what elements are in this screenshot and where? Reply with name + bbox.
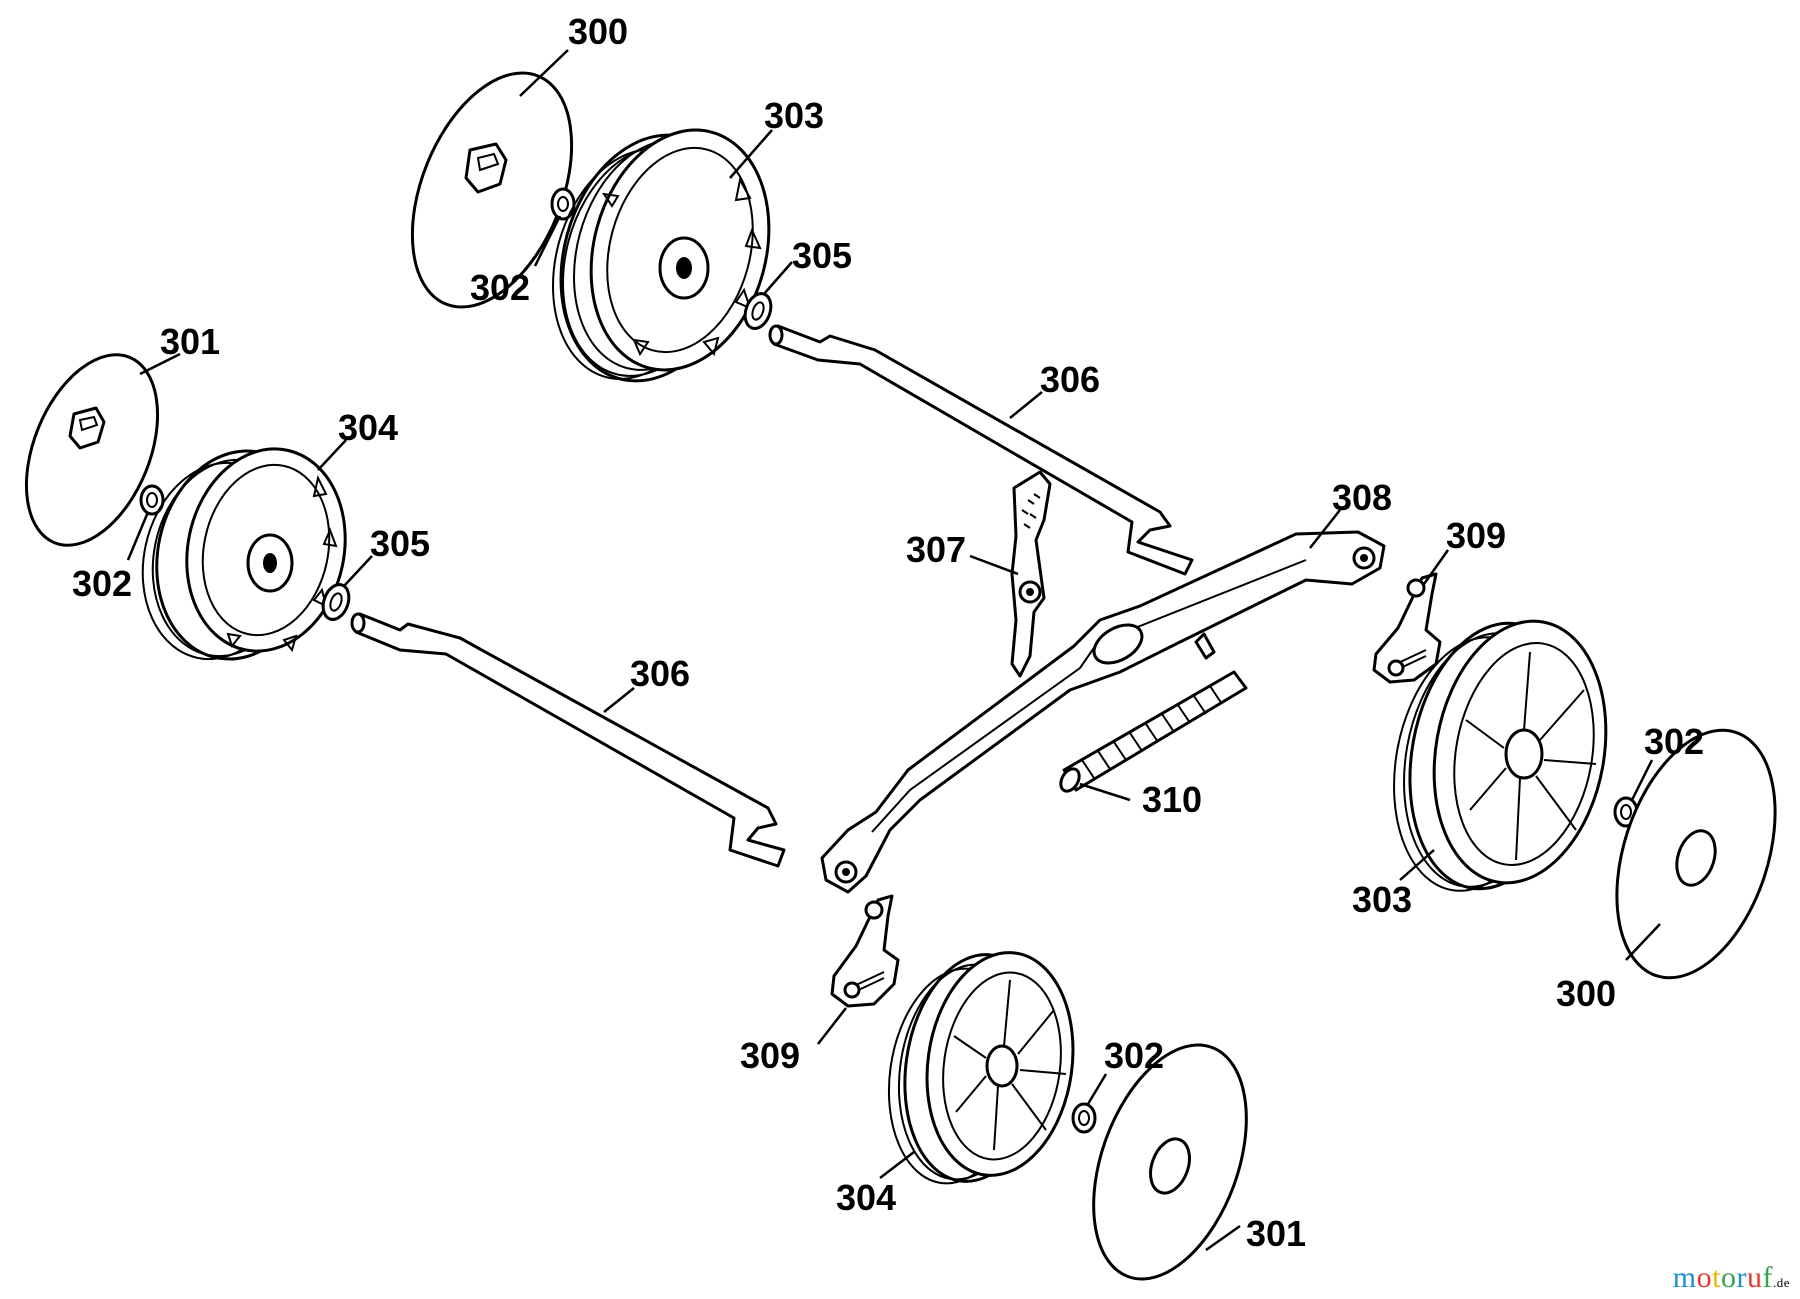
wheel-304-left — [141, 447, 347, 661]
washer-305-left — [321, 583, 351, 621]
axle-306-top — [768, 324, 1194, 576]
callout-label: 309 — [740, 1035, 800, 1076]
callout-label: 305 — [792, 235, 852, 276]
hub-cap-301-bottom — [1092, 1043, 1248, 1281]
watermark-letter: r — [1736, 1261, 1747, 1294]
watermark-letter: o — [1720, 1261, 1737, 1294]
leader-c18 — [817, 1007, 847, 1045]
leader-c17 — [1625, 923, 1661, 961]
leader-c21 — [1205, 1224, 1241, 1252]
leader-c15 — [1079, 782, 1131, 802]
washer-302-left — [139, 484, 165, 516]
callout-label: 307 — [906, 529, 966, 570]
leader-c9 — [1009, 391, 1043, 419]
callout-label: 303 — [1352, 879, 1412, 920]
hub-cap-301-left — [24, 353, 160, 547]
spring-310 — [1059, 670, 1248, 793]
watermark-letter: m — [1672, 1261, 1697, 1294]
watermark-logo: motoruf.de — [1673, 1261, 1790, 1295]
callout-label: 310 — [1142, 779, 1202, 820]
leader-c12 — [1309, 509, 1341, 549]
leader-c6 — [317, 439, 347, 471]
callout-label: 306 — [630, 653, 690, 694]
leader-c5 — [139, 352, 181, 376]
leader-c3 — [533, 215, 562, 267]
bracket-309-right — [1372, 572, 1442, 684]
watermark-letter: t — [1712, 1261, 1721, 1294]
lever-307 — [1010, 470, 1052, 678]
callout-label: 304 — [836, 1177, 896, 1218]
callout-label: 300 — [568, 11, 628, 52]
leader-c13 — [1422, 549, 1450, 585]
callout-label: 302 — [470, 267, 530, 308]
callout-label: 306 — [1040, 359, 1100, 400]
callout-label: 301 — [1246, 1213, 1306, 1254]
callout-label: 303 — [764, 95, 824, 136]
watermark-letter: u — [1746, 1261, 1763, 1294]
callout-label: 304 — [338, 407, 398, 448]
leader-c11 — [969, 554, 1019, 576]
leader-c14 — [1630, 759, 1654, 801]
callout-label: 309 — [1446, 515, 1506, 556]
watermark-suffix: .de — [1772, 1275, 1790, 1290]
leader-c19 — [1086, 1073, 1108, 1105]
callout-label: 302 — [1104, 1035, 1164, 1076]
frame-308 — [820, 530, 1386, 894]
hub-cap-300-right — [1615, 728, 1777, 980]
leader-lines — [126, 49, 1661, 1252]
leader-c7 — [126, 511, 150, 561]
callout-labels: 300 303 302 305 301 304 302 305 306 306 … — [72, 11, 1704, 1254]
callout-label: 300 — [1556, 973, 1616, 1014]
leader-c1 — [519, 49, 569, 97]
washer-302-top — [550, 187, 576, 221]
leader-c8 — [343, 555, 373, 587]
leader-c2 — [729, 129, 773, 179]
watermark-letter: o — [1696, 1261, 1713, 1294]
wheel-304-bottom — [887, 951, 1075, 1185]
leader-c20 — [879, 1151, 915, 1179]
wheel-303-right — [1393, 619, 1608, 892]
callout-label: 308 — [1332, 477, 1392, 518]
leader-c10 — [603, 687, 635, 713]
callout-label: 301 — [160, 321, 220, 362]
callout-label: 302 — [72, 563, 132, 604]
callout-label: 305 — [370, 523, 430, 564]
leader-c4 — [763, 261, 793, 295]
axle-306-left — [350, 612, 786, 868]
bracket-309-left — [830, 894, 900, 1008]
wheel-303-top — [552, 128, 771, 383]
washer-302-bottom — [1071, 1102, 1097, 1134]
watermark-letter: f — [1762, 1261, 1773, 1294]
leader-c16 — [1399, 849, 1435, 881]
callout-label: 302 — [1644, 721, 1704, 762]
